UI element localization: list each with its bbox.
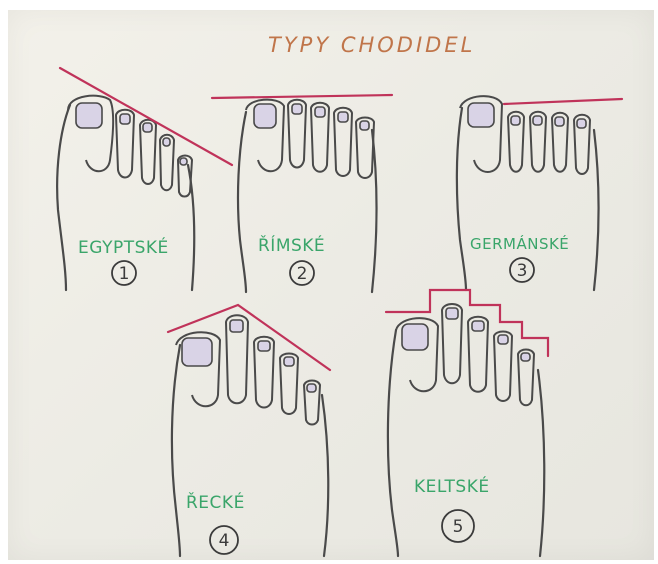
foot-celtic: KELTSKÉ 5	[386, 290, 548, 556]
number-3: 3	[517, 261, 528, 281]
number-5: 5	[453, 517, 464, 537]
label-roman: ŘÍMSKÉ	[258, 234, 325, 256]
foot-roman: ŘÍMSKÉ 2	[212, 95, 392, 292]
number-1: 1	[119, 264, 130, 284]
foot-greek: ŘECKÉ 4	[168, 305, 330, 556]
big-toenail	[76, 103, 102, 128]
label-germanic: GERMÁNSKÉ	[470, 234, 569, 253]
number-2: 2	[297, 264, 308, 284]
roman-line	[212, 95, 392, 98]
number-4: 4	[219, 531, 230, 551]
foot-germanic: GERMÁNSKÉ 3	[457, 96, 622, 290]
title: TYPY CHODIDEL	[268, 33, 475, 57]
label-celtic: KELTSKÉ	[414, 475, 490, 497]
germanic-line	[504, 99, 622, 104]
label-greek: ŘECKÉ	[186, 491, 245, 513]
label-egyptian: EGYPTSKÉ	[78, 236, 169, 258]
foot-egyptian: EGYPTSKÉ 1	[57, 68, 232, 290]
